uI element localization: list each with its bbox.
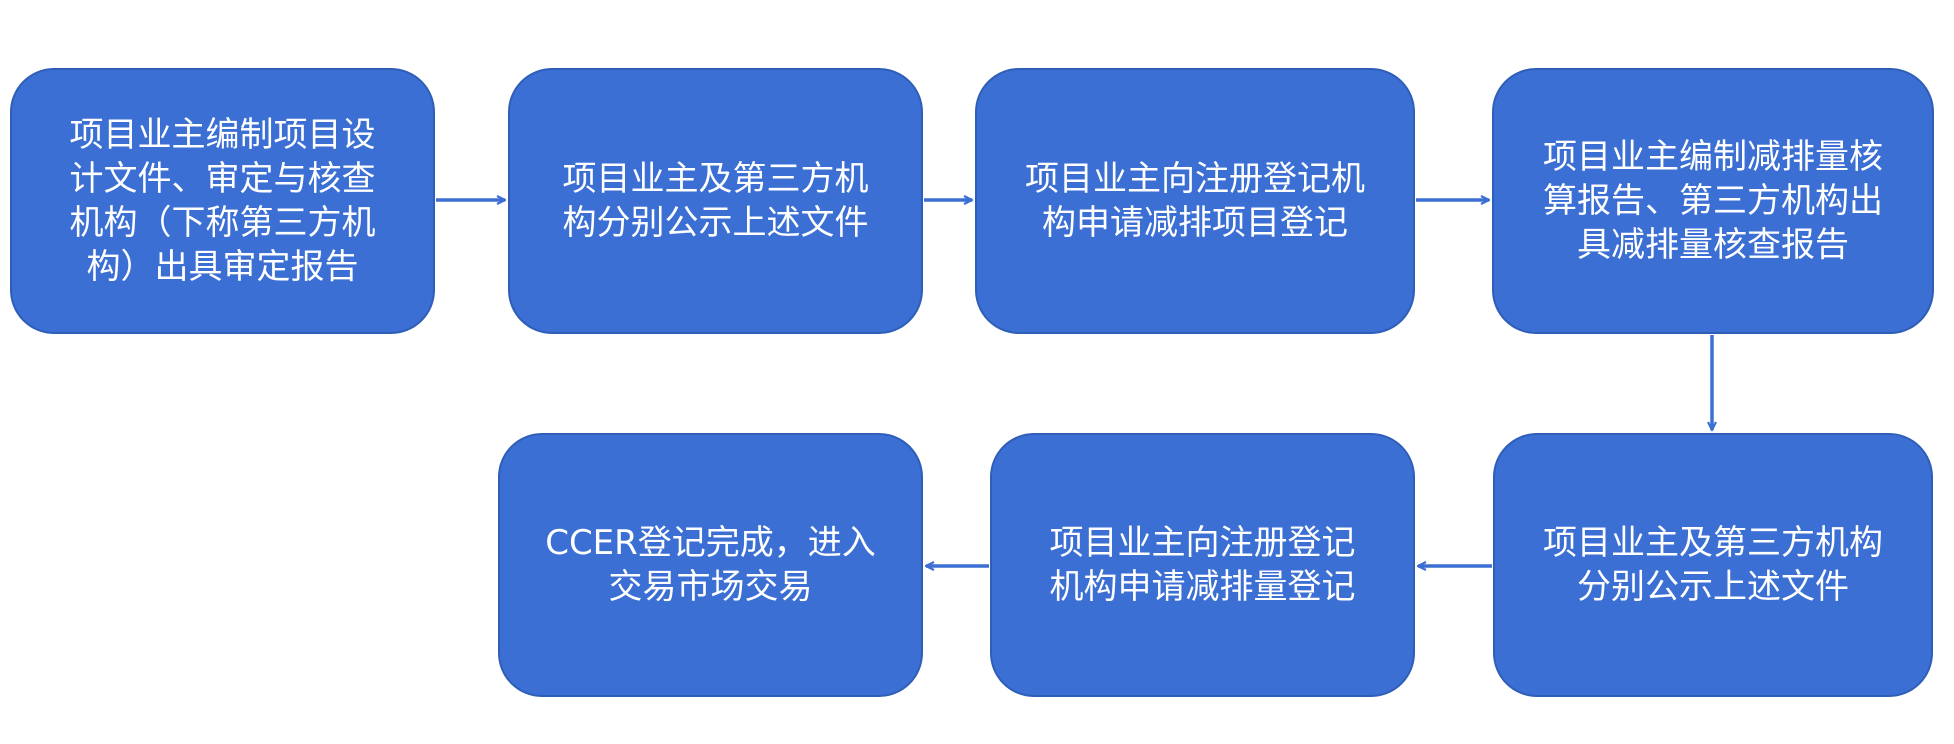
step-5-label: 项目业主及第三方机构 分别公示上述文件 <box>1543 523 1883 607</box>
step-1-label: 项目业主编制项目设 计文件、审定与核查 机构（下称第三方机 构）出具审定报告 <box>69 115 376 287</box>
step-3-project-registration-box: 项目业主向注册登记机 构申请减排项目登记 <box>975 68 1415 334</box>
step-3-label: 项目业主向注册登记机 构申请减排项目登记 <box>1025 159 1365 243</box>
step-7-label: CCER登记完成，进入 交易市场交易 <box>545 523 876 607</box>
step-5-public-disclosure-box: 项目业主及第三方机构 分别公示上述文件 <box>1493 433 1933 697</box>
step-1-design-documents-box: 项目业主编制项目设 计文件、审定与核查 机构（下称第三方机 构）出具审定报告 <box>10 68 435 334</box>
step-2-public-disclosure-box: 项目业主及第三方机 构分别公示上述文件 <box>508 68 923 334</box>
step-4-label: 项目业主编制减排量核 算报告、第三方机构出 具减排量核查报告 <box>1543 137 1883 265</box>
step-4-accounting-report-box: 项目业主编制减排量核 算报告、第三方机构出 具减排量核查报告 <box>1492 68 1934 334</box>
step-2-label: 项目业主及第三方机 构分别公示上述文件 <box>562 159 869 243</box>
step-7-ccer-trading-box: CCER登记完成，进入 交易市场交易 <box>498 433 923 697</box>
step-6-label: 项目业主向注册登记 机构申请减排量登记 <box>1049 523 1356 607</box>
step-6-emission-reduction-registration-box: 项目业主向注册登记 机构申请减排量登记 <box>990 433 1415 697</box>
